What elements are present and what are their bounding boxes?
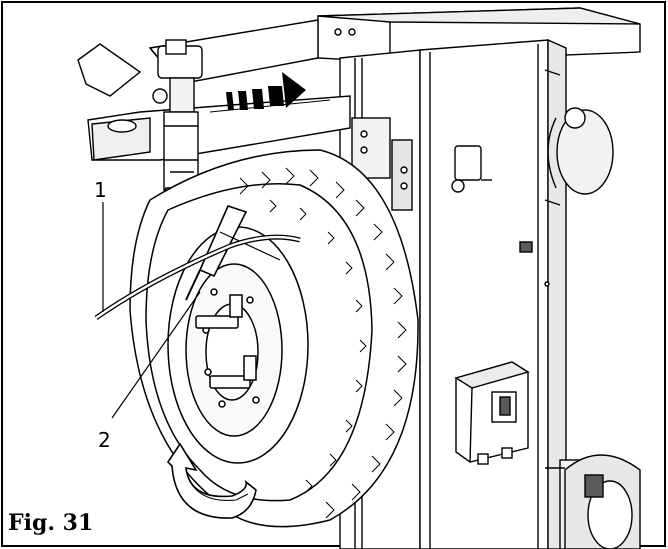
arrow-right-icon — [226, 72, 306, 110]
curved-arrow-icon — [166, 442, 257, 519]
tire-tread — [239, 167, 407, 519]
leader-line-2 — [111, 291, 201, 419]
callout-label-1: 1 — [94, 178, 107, 202]
tire-lever — [185, 205, 281, 301]
wheel-tire — [129, 149, 419, 528]
callout-label-2: 2 — [98, 428, 111, 452]
figure-caption: Fig. 31 — [8, 510, 94, 536]
